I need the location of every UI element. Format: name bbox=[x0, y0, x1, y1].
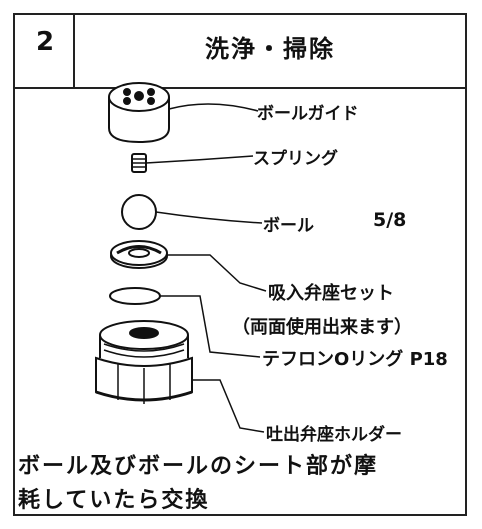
suction-seat-drawing bbox=[110, 240, 168, 269]
label-ball: ボール bbox=[263, 216, 314, 236]
label-both-sides-usable: （両面使用出来ます） bbox=[232, 317, 412, 338]
leader-suction-seat bbox=[167, 254, 267, 292]
label-spring: スプリング bbox=[253, 149, 338, 169]
label-ball-size: 5/8 bbox=[373, 209, 407, 231]
oring-drawing bbox=[109, 287, 161, 305]
header: 2 洗浄・掃除 bbox=[15, 15, 465, 89]
label-discharge-valve-seat-holder: 吐出弁座ホルダー bbox=[266, 425, 402, 445]
leader-oring bbox=[160, 295, 261, 358]
discharge-holder-drawing bbox=[95, 320, 193, 404]
replacement-note: ボール及びボールのシート部が摩 耗していたら交換 bbox=[18, 450, 458, 518]
label-suction-valve-seat-set: 吸入弁座セット bbox=[268, 283, 394, 304]
step-box: 2 bbox=[15, 15, 75, 87]
instruction-frame: 2 洗浄・掃除 bbox=[13, 13, 467, 516]
note-line-1: ボール及びボールのシート部が摩 bbox=[18, 454, 379, 479]
label-ball-guide: ボールガイド bbox=[257, 104, 359, 124]
label-teflon-oring: テフロンOリング P18 bbox=[262, 349, 448, 370]
ball-guide-drawing bbox=[108, 82, 170, 144]
leader-discharge-holder bbox=[192, 379, 265, 433]
ball-drawing bbox=[121, 194, 157, 230]
leader-ball-guide bbox=[168, 103, 259, 112]
step-number: 2 bbox=[35, 27, 55, 57]
spring-drawing bbox=[131, 153, 147, 173]
note-line-2: 耗していたら交換 bbox=[18, 488, 210, 513]
leader-ball bbox=[155, 211, 263, 224]
page-title: 洗浄・掃除 bbox=[205, 35, 335, 63]
leader-spring bbox=[145, 155, 254, 164]
